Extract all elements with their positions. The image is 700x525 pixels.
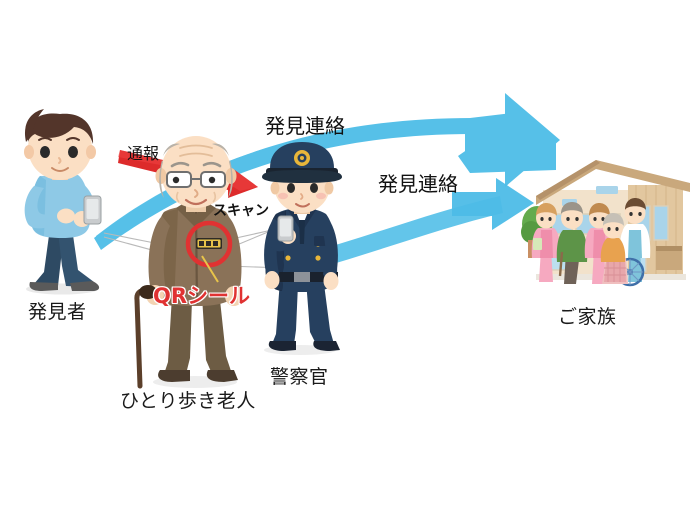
figure-family-house [521, 160, 690, 287]
qr-sticker-icon [196, 238, 222, 249]
found-contact-lower-arrow [290, 178, 534, 274]
qr-sticker-label: QRシール [153, 284, 251, 308]
figure-police [262, 142, 342, 355]
glasses-icon [166, 171, 226, 188]
report-label: 通報 [127, 144, 160, 163]
family-label: ご家族 [558, 306, 617, 328]
family-member-elder-green [556, 202, 588, 284]
found-contact-upper-label: 発見連絡 [265, 114, 345, 138]
qr-leader-line [201, 255, 219, 283]
police-label: 警察官 [270, 366, 329, 388]
found-contact-lower-label: 発見連絡 [378, 172, 458, 196]
figure-finder [24, 109, 102, 295]
family-member-wheelchair [600, 213, 645, 287]
finder-label: 発見者 [28, 301, 87, 323]
elderly-label: ひとり歩き老人 [120, 390, 256, 412]
found-contact-upper-arrow [94, 93, 560, 250]
qr-highlight-circle [185, 220, 233, 268]
scan-label: スキャン [213, 203, 269, 219]
family-member-caregiver-1 [531, 203, 561, 282]
figure-elderly [134, 136, 243, 389]
